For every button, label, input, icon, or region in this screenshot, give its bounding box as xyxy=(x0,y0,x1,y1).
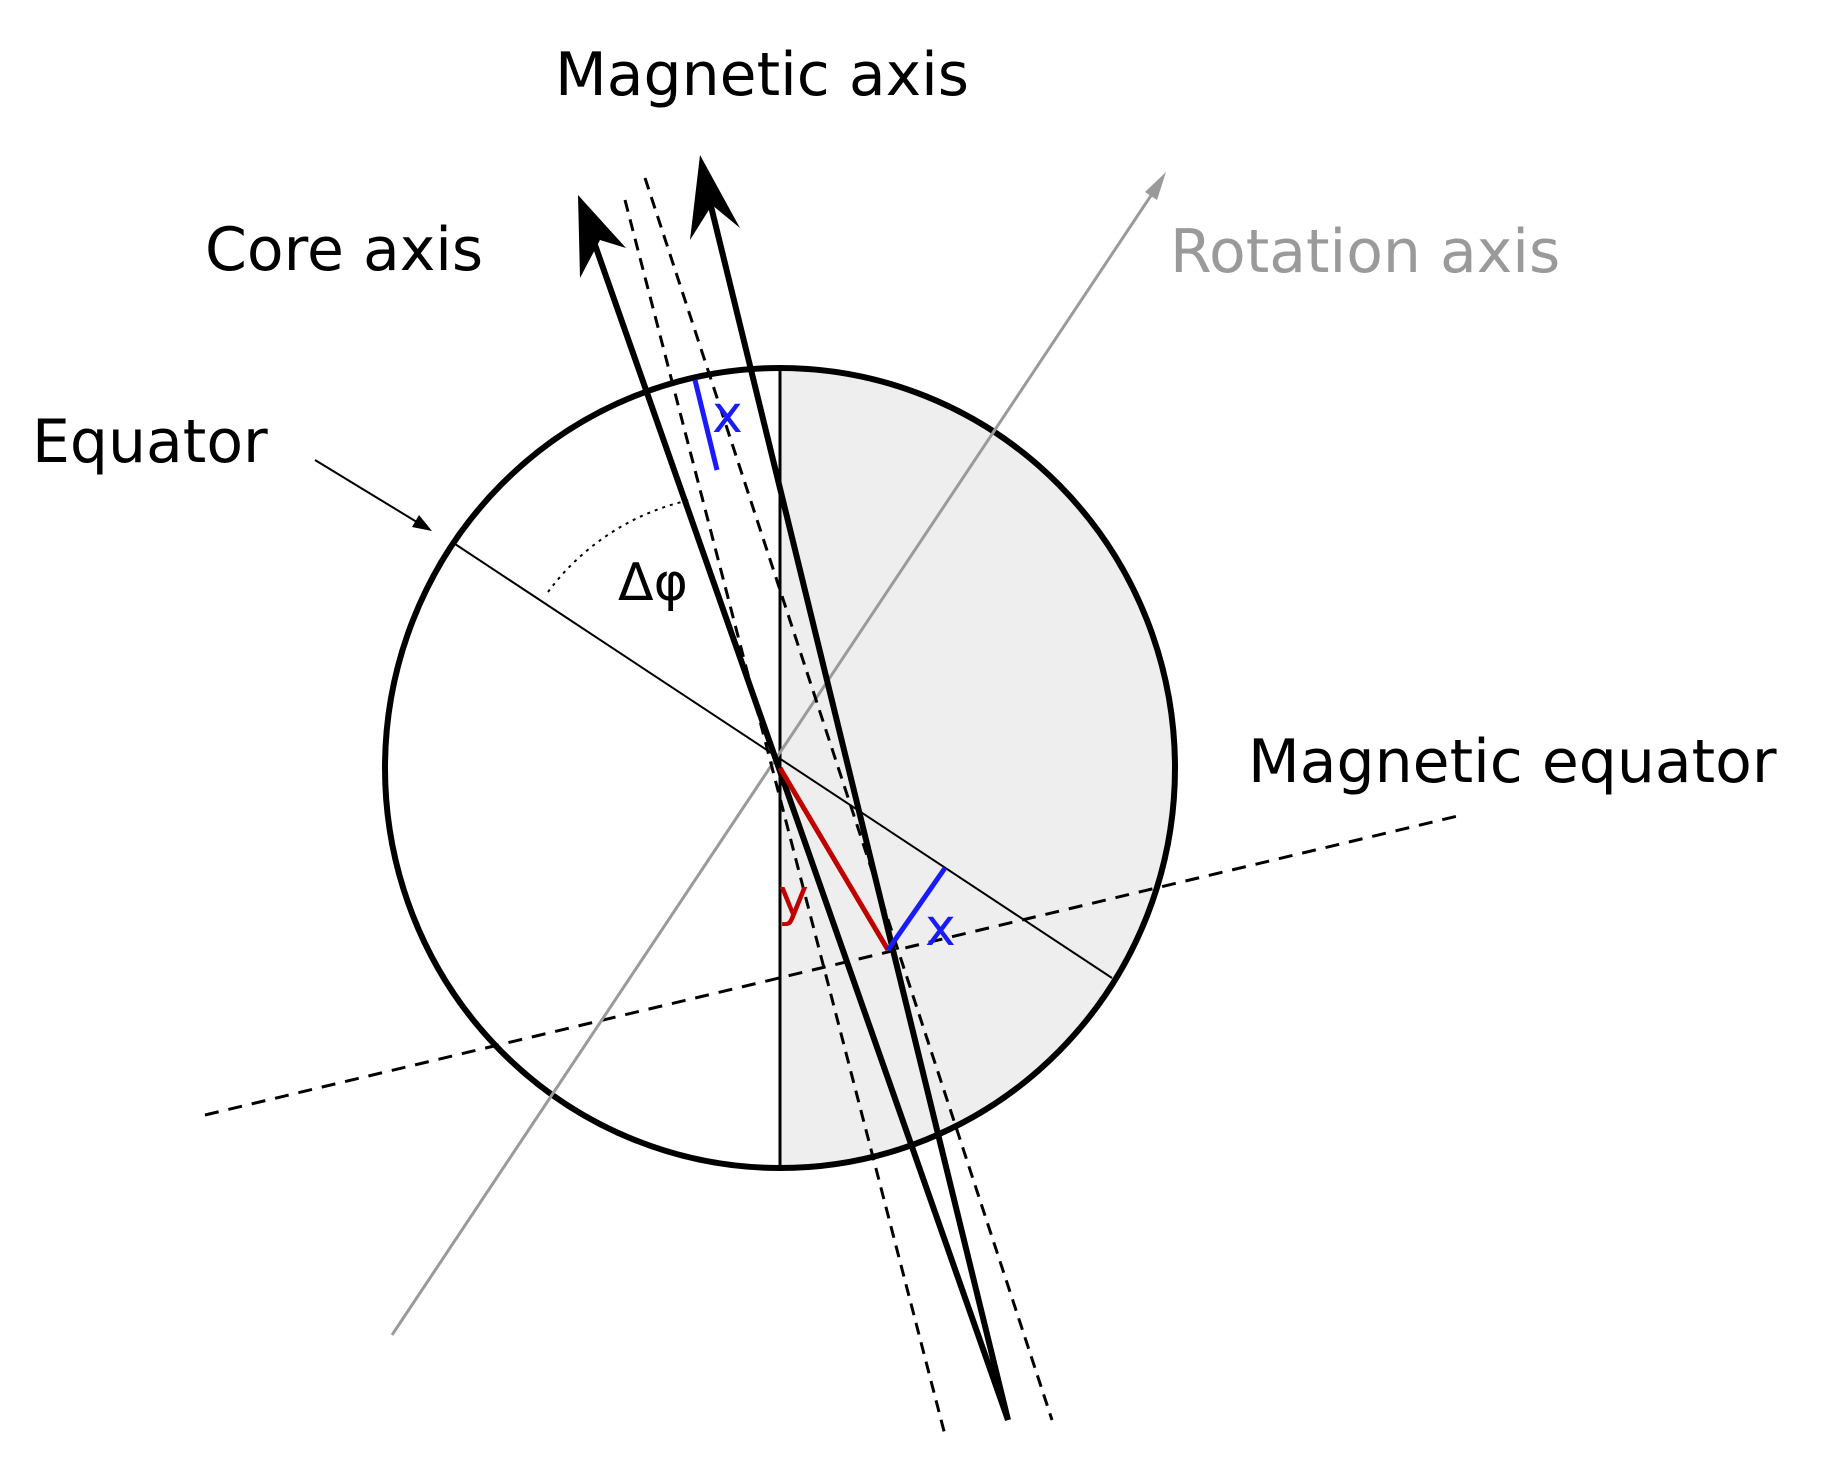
magnetic-axis-arrowhead xyxy=(690,155,740,240)
equator-label: Equator xyxy=(32,407,268,477)
core-axis-arrowhead xyxy=(578,195,626,278)
y-segment xyxy=(777,766,891,952)
equator-line xyxy=(454,543,1113,979)
magnetic-axis-label: Magnetic axis xyxy=(555,40,969,110)
x-label-top: x xyxy=(712,385,743,445)
magnetic-equator-label: Magnetic equator xyxy=(1248,727,1777,797)
x-label-bottom: x xyxy=(925,898,956,958)
y-label: y xyxy=(778,868,809,928)
equator-pointer-head xyxy=(412,515,432,531)
rotation-axis-arrowhead xyxy=(1145,172,1166,200)
rotation-axis-label: Rotation axis xyxy=(1170,217,1560,287)
shaded-hemisphere xyxy=(780,368,1175,1168)
magnetic-axis-dashed-right xyxy=(643,177,1054,1421)
core-axis-label: Core axis xyxy=(205,215,483,285)
x-segment-bottom xyxy=(885,866,948,952)
core-axis-line xyxy=(585,224,1011,1421)
magnetic-axis-dashed-left xyxy=(623,199,947,1436)
equator-pointer xyxy=(314,459,426,528)
delta-phi-label: Δφ xyxy=(618,553,688,613)
x-segment-top xyxy=(692,379,720,471)
delta-phi-arc xyxy=(547,499,691,593)
magnetic-axis-line xyxy=(704,189,1011,1421)
